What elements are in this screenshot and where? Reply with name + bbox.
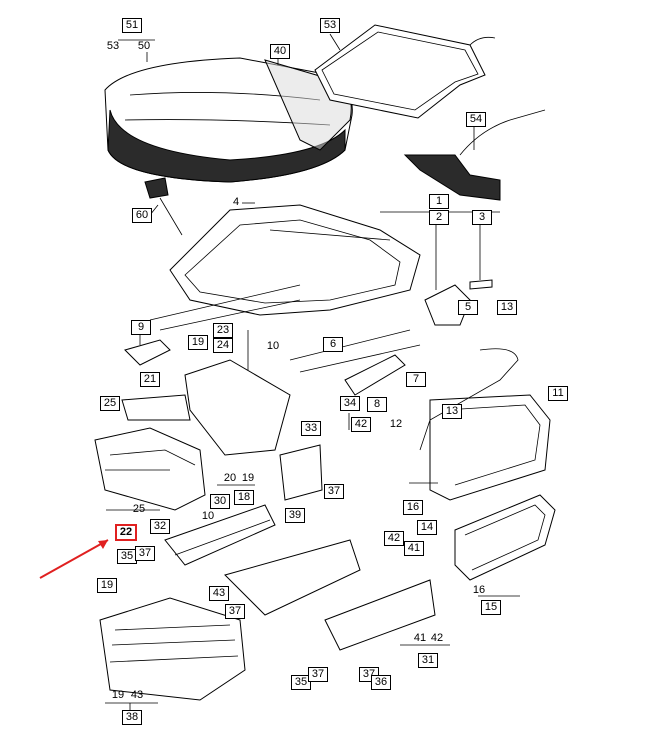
callout-25-tray: 25 xyxy=(132,503,146,515)
side-trim-lower xyxy=(454,494,556,581)
callout-16-upper: 16 xyxy=(403,500,423,515)
callout-25-panel: 25 xyxy=(100,396,120,411)
callout-37-cover-left: 37 xyxy=(308,667,328,682)
support-bracket xyxy=(184,359,291,456)
callout-15: 15 xyxy=(481,600,501,615)
callout-42-clip: 42 xyxy=(384,531,404,546)
arrowhead-icon xyxy=(98,540,108,549)
callout-30: 30 xyxy=(210,494,230,509)
callout-53-cushion: 53 xyxy=(106,40,120,52)
seat-drawer xyxy=(99,597,246,701)
trim-part xyxy=(344,354,406,396)
callout-1: 1 xyxy=(429,194,449,209)
seat-frame xyxy=(149,204,421,373)
callout-5: 5 xyxy=(458,300,478,315)
callout-2: 2 xyxy=(429,210,449,225)
callout-19-bracket: 19 xyxy=(241,472,255,484)
storage-tray xyxy=(94,427,206,511)
callout-4: 4 xyxy=(232,196,240,208)
callout-19-base: 19 xyxy=(111,689,125,701)
callout-54: 54 xyxy=(466,112,486,127)
seat-rail xyxy=(164,504,361,616)
callout-24: 24 xyxy=(213,338,233,353)
callout-50: 50 xyxy=(137,40,151,52)
callout-32: 32 xyxy=(150,519,170,534)
callout-35-cover: 35 xyxy=(291,675,311,690)
callout-42-cover: 42 xyxy=(430,632,444,644)
rail-cover xyxy=(324,579,436,651)
callout-31: 31 xyxy=(418,653,438,668)
callout-16-lower: 16 xyxy=(472,584,486,596)
callout-14: 14 xyxy=(417,520,437,535)
callout-6: 6 xyxy=(323,337,343,352)
callout-22-highlighted: 22 xyxy=(115,524,137,541)
callout-41-cover: 41 xyxy=(413,632,427,644)
callout-21: 21 xyxy=(140,372,160,387)
callout-37-drawer: 37 xyxy=(225,604,245,619)
highlight-arrow xyxy=(39,539,109,579)
callout-51: 51 xyxy=(122,18,142,33)
callout-43-base: 43 xyxy=(130,689,144,701)
callout-19-drawer: 19 xyxy=(97,578,117,593)
callout-10-frame: 10 xyxy=(266,340,280,352)
callout-34: 34 xyxy=(340,396,360,411)
callout-33: 33 xyxy=(301,421,321,436)
belt-buckle xyxy=(144,177,169,199)
callout-11: 11 xyxy=(548,386,568,401)
callout-12: 12 xyxy=(389,418,403,430)
plate-part xyxy=(279,444,323,501)
callout-36: 36 xyxy=(371,675,391,690)
heater-element xyxy=(403,109,546,201)
screw-part xyxy=(469,279,493,290)
callout-13-upper: 13 xyxy=(497,300,517,315)
callout-38: 38 xyxy=(122,710,142,725)
callout-8: 8 xyxy=(367,397,387,412)
callout-18: 18 xyxy=(234,490,254,505)
callout-35-rail: 35 xyxy=(117,549,137,564)
side-trim-upper xyxy=(429,394,551,501)
handle-part xyxy=(124,339,171,366)
callout-60: 60 xyxy=(132,208,152,223)
callout-10-rail: 10 xyxy=(201,510,215,522)
callout-9: 9 xyxy=(131,320,151,335)
callout-37-rail: 37 xyxy=(135,546,155,561)
callout-37-plate: 37 xyxy=(324,484,344,499)
seat-cushion xyxy=(104,57,353,183)
callout-3: 3 xyxy=(472,210,492,225)
panel-part xyxy=(121,394,191,421)
callout-42-plate: 42 xyxy=(351,417,371,432)
callout-39: 39 xyxy=(285,508,305,523)
callout-13-lower: 13 xyxy=(442,404,462,419)
callout-53: 53 xyxy=(320,18,340,33)
callout-23: 23 xyxy=(213,323,233,338)
seat-pad xyxy=(314,24,496,119)
callout-20: 20 xyxy=(223,472,237,484)
callout-43-drawer: 43 xyxy=(209,586,229,601)
callout-19-frame: 19 xyxy=(188,335,208,350)
callout-7: 7 xyxy=(406,372,426,387)
callout-40: 40 xyxy=(270,44,290,59)
callout-41-clip: 41 xyxy=(404,541,424,556)
